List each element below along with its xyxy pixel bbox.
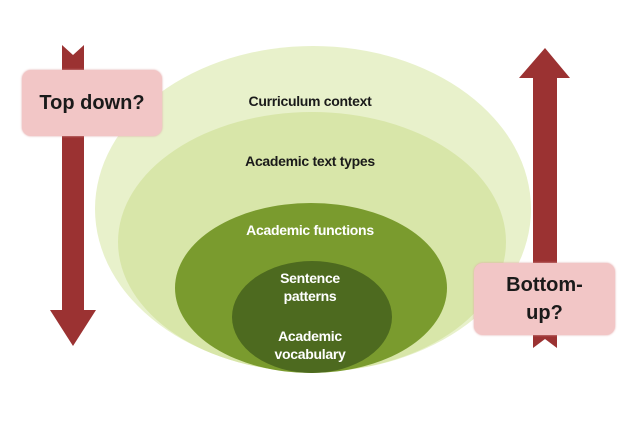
patterns-line: patterns [283, 288, 337, 304]
academic-line: Academic [278, 328, 342, 344]
curriculum-context-label: Curriculum context [248, 93, 372, 109]
sentence-patterns-label: Sentence patterns [240, 269, 380, 305]
top-down-box: Top down? [22, 70, 162, 136]
top-down-arrow [50, 45, 96, 346]
bottom-up-arrow [519, 48, 570, 348]
academic-text-types-label: Academic text types [245, 153, 375, 169]
bottom-up-line1: Bottom- [506, 274, 583, 296]
academic-vocabulary-label: Academic vocabulary [240, 327, 380, 363]
bottom-up-box: Bottom- up? [474, 263, 615, 335]
academic-functions-label: Academic functions [246, 222, 374, 238]
vocabulary-line: vocabulary [274, 346, 346, 362]
bottom-up-line2: up? [526, 302, 563, 324]
sentence-line: Sentence [280, 270, 340, 286]
top-down-label: Top down? [39, 92, 145, 114]
sentence-vocabulary-layer [232, 261, 392, 373]
